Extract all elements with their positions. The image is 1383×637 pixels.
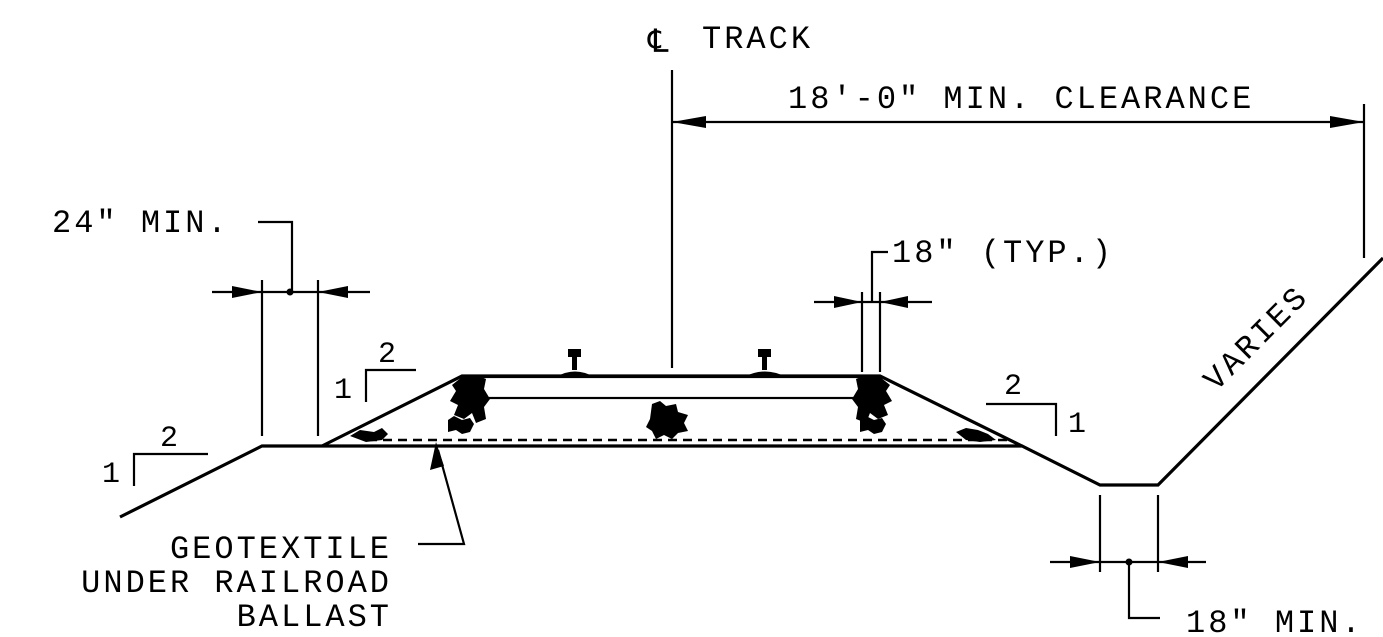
slope-indicator-ballast-left: 2 1	[334, 338, 416, 408]
clearance-label: 18'-0" MIN. CLEARANCE	[788, 81, 1254, 118]
ballast-section	[321, 374, 1023, 448]
tie	[478, 375, 867, 400]
slope-ballast-left-run: 2	[378, 338, 396, 372]
geotextile-callout: GEOTEXTILE UNDER RAILROAD BALLAST	[81, 442, 466, 636]
geotextile-label-line1: GEOTEXTILE	[170, 531, 392, 568]
left-shoulder-dimension: 24" MIN.	[52, 205, 370, 436]
ballast-edge-dimension: 18" (TYP.)	[814, 235, 1114, 372]
varies-label: VARIES	[1197, 279, 1317, 399]
slope-outer-left-rise: 1	[102, 458, 120, 492]
slope-indicator-ballast-right: 2 1	[986, 370, 1086, 442]
subgrade-line	[119, 256, 1383, 519]
ditch-bottom-dimension: 18" MIN.	[1050, 495, 1364, 637]
geotextile-label-line3: BALLAST	[237, 599, 392, 636]
centerline-symbol: ℄	[647, 25, 672, 62]
rail-right	[744, 349, 786, 377]
ground-profile	[119, 256, 1383, 519]
clearance-dimension: 18'-0" MIN. CLEARANCE	[672, 81, 1366, 258]
ditch-bottom-label: 18" MIN.	[1186, 605, 1364, 637]
ballast-edge-label: 18" (TYP.)	[892, 235, 1114, 272]
slope-indicator-outer-left: 2 1	[102, 422, 208, 492]
track-structure	[478, 349, 867, 400]
rail-left	[556, 349, 594, 377]
left-shoulder-label: 24" MIN.	[52, 205, 230, 242]
slope-ballast-right-run: 2	[1004, 370, 1022, 404]
centerline-track: ℄ TRACK	[647, 21, 813, 368]
ballast-texture	[350, 375, 996, 442]
geotextile-label-line2: UNDER RAILROAD	[81, 565, 392, 602]
slope-ballast-left-rise: 1	[334, 374, 352, 408]
slope-ballast-right-rise: 1	[1068, 408, 1086, 442]
centerline-label: TRACK	[702, 21, 813, 58]
slope-outer-left-run: 2	[160, 422, 178, 456]
